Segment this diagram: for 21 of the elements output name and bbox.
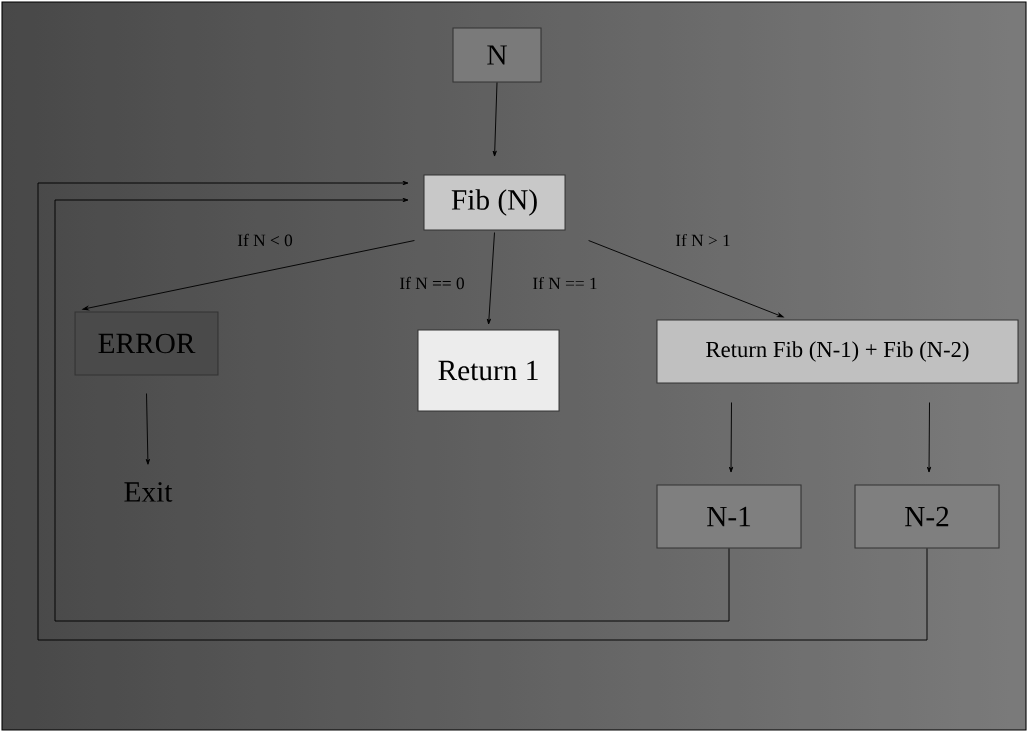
arrow — [82, 240, 415, 311]
process-box: Return 1 — [417, 329, 560, 412]
process-box: N-2 — [854, 484, 1000, 549]
edge-label: If N == 0 — [400, 276, 464, 290]
arrow — [145, 393, 150, 465]
process-box: N-1 — [656, 484, 802, 549]
arrow — [588, 240, 784, 318]
arrow — [728, 402, 734, 473]
edge-label: If N > 1 — [675, 233, 730, 247]
arrow — [486, 232, 495, 325]
arrow — [54, 197, 730, 622]
process-box: Fib (N) — [423, 174, 566, 231]
condition-label: If N == 1 — [533, 276, 597, 290]
terminal-text: Exit — [124, 482, 173, 502]
arrow — [37, 180, 928, 641]
process-box: Return Fib (N-1) + Fib (N-2) — [656, 319, 1019, 384]
process-box: N — [452, 27, 542, 83]
arrow — [926, 402, 932, 473]
process-box: ERROR — [74, 311, 219, 376]
edge-label: If N < 0 — [237, 233, 293, 247]
arrow — [492, 82, 498, 157]
